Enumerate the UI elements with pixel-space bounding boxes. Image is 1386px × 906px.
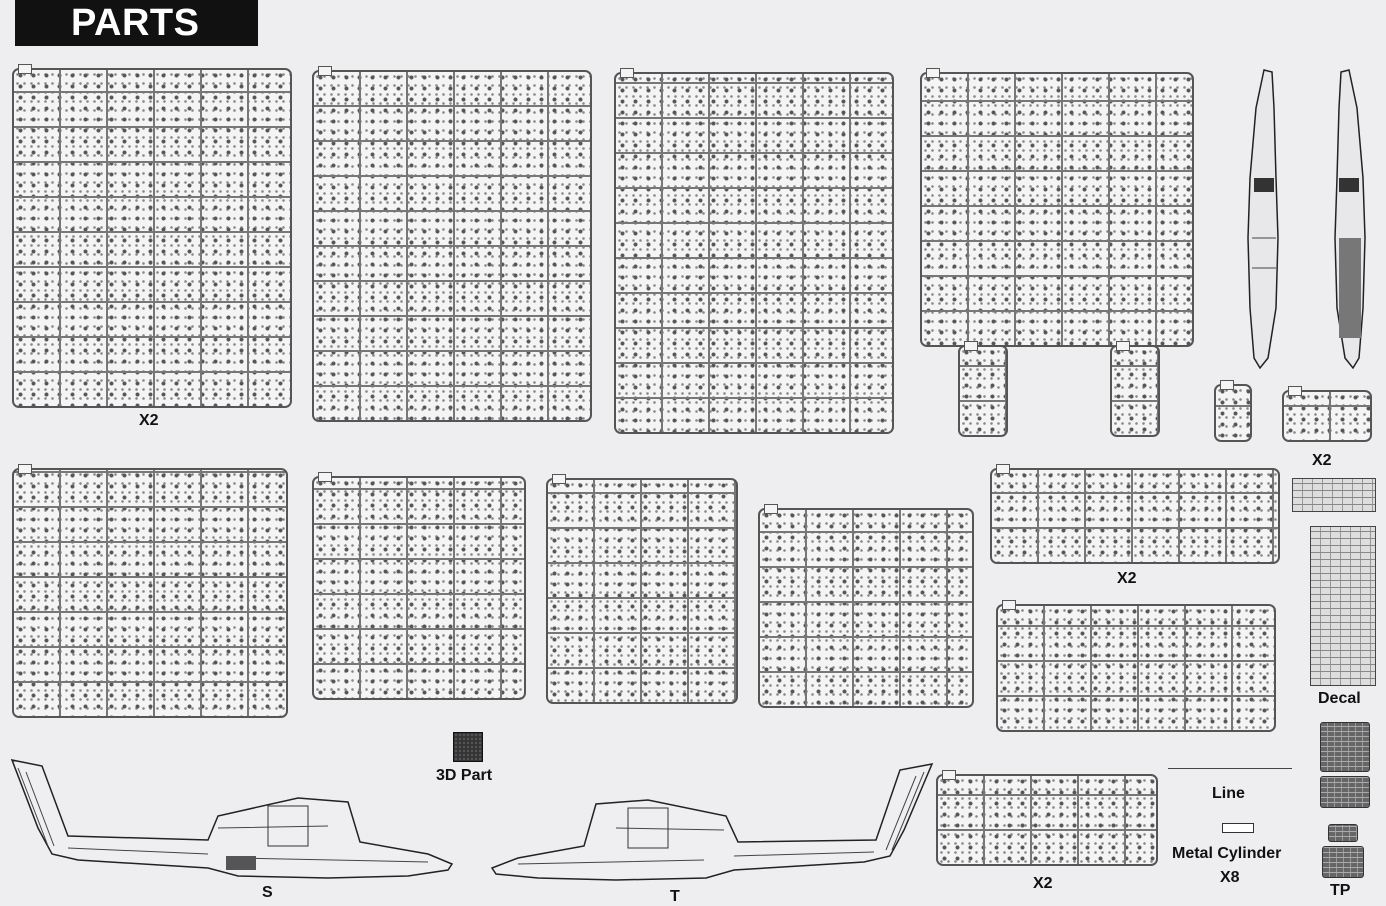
metal-cylinder-label: Metal Cylinder xyxy=(1172,845,1282,862)
tp-label: TP xyxy=(1330,882,1351,899)
three-d-part xyxy=(453,732,483,762)
sprue-k-quantity: X2 xyxy=(1312,452,1332,469)
sprue-k xyxy=(1282,386,1372,442)
sprue-g xyxy=(546,474,738,704)
metal-cylinder-part xyxy=(1222,823,1254,833)
sprue-j xyxy=(996,600,1276,732)
sprue-b xyxy=(312,66,592,422)
decal-sheet-small xyxy=(1292,478,1376,512)
photo-etch-sheet-1 xyxy=(1320,722,1370,772)
sprue-a xyxy=(12,64,292,408)
rotor-sprue-quantity: X2 xyxy=(1033,875,1053,892)
metal-cylinder-quantity: X8 xyxy=(1220,869,1240,886)
photo-etch-sheet-3 xyxy=(1328,824,1358,842)
fuselage-t-label: T xyxy=(670,888,680,905)
fuselage-t xyxy=(490,763,934,881)
sprue-e xyxy=(12,464,288,718)
sprue-d-extension-left xyxy=(958,341,1008,437)
fuselage-s xyxy=(10,758,454,879)
sprue-d-extension-right xyxy=(1110,341,1160,437)
sprue-d xyxy=(920,68,1194,347)
sprue-a-quantity: X2 xyxy=(139,412,159,429)
fuselage-s-label: S xyxy=(262,884,273,901)
small-sprue-clear-part xyxy=(1214,380,1252,442)
sprue-c xyxy=(614,68,894,434)
decal-sheet-large xyxy=(1310,526,1376,686)
sprue-h xyxy=(990,464,1280,564)
three-d-part-label: 3D Part xyxy=(436,767,493,784)
sprue-clear-canopy xyxy=(758,504,974,708)
fuselage-half-right xyxy=(1334,69,1366,370)
sprue-f xyxy=(312,472,526,700)
line-part xyxy=(1168,768,1292,769)
sprue-rotor-blades xyxy=(936,770,1158,866)
decal-label: Decal xyxy=(1318,690,1361,707)
photo-etch-sheet-4 xyxy=(1322,846,1364,878)
fuselage-half-left xyxy=(1247,69,1279,370)
photo-etch-sheet-2 xyxy=(1320,776,1370,808)
line-label: Line xyxy=(1212,785,1245,802)
sprue-h-quantity: X2 xyxy=(1117,570,1137,587)
page-title: PARTS xyxy=(15,0,258,46)
